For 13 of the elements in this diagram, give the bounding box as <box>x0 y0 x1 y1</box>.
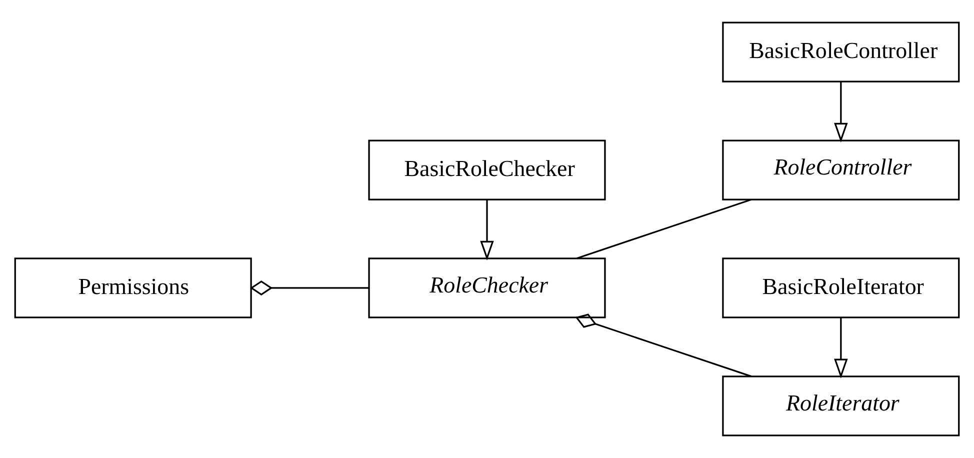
node-box: BasicRoleController <box>722 22 960 82</box>
arrow <box>480 200 494 261</box>
node-box: RoleIterator <box>722 376 960 436</box>
arrow <box>834 318 848 378</box>
node-box: RoleController <box>722 140 960 200</box>
connector <box>250 280 369 296</box>
arrow <box>834 82 848 143</box>
node-box: BasicRoleChecker <box>368 140 606 200</box>
node-box: BasicRoleIterator <box>722 258 960 318</box>
node-box: RoleChecker <box>368 258 606 318</box>
node-box: Permissions <box>14 258 252 318</box>
connector <box>575 314 752 378</box>
connector <box>576 198 752 260</box>
